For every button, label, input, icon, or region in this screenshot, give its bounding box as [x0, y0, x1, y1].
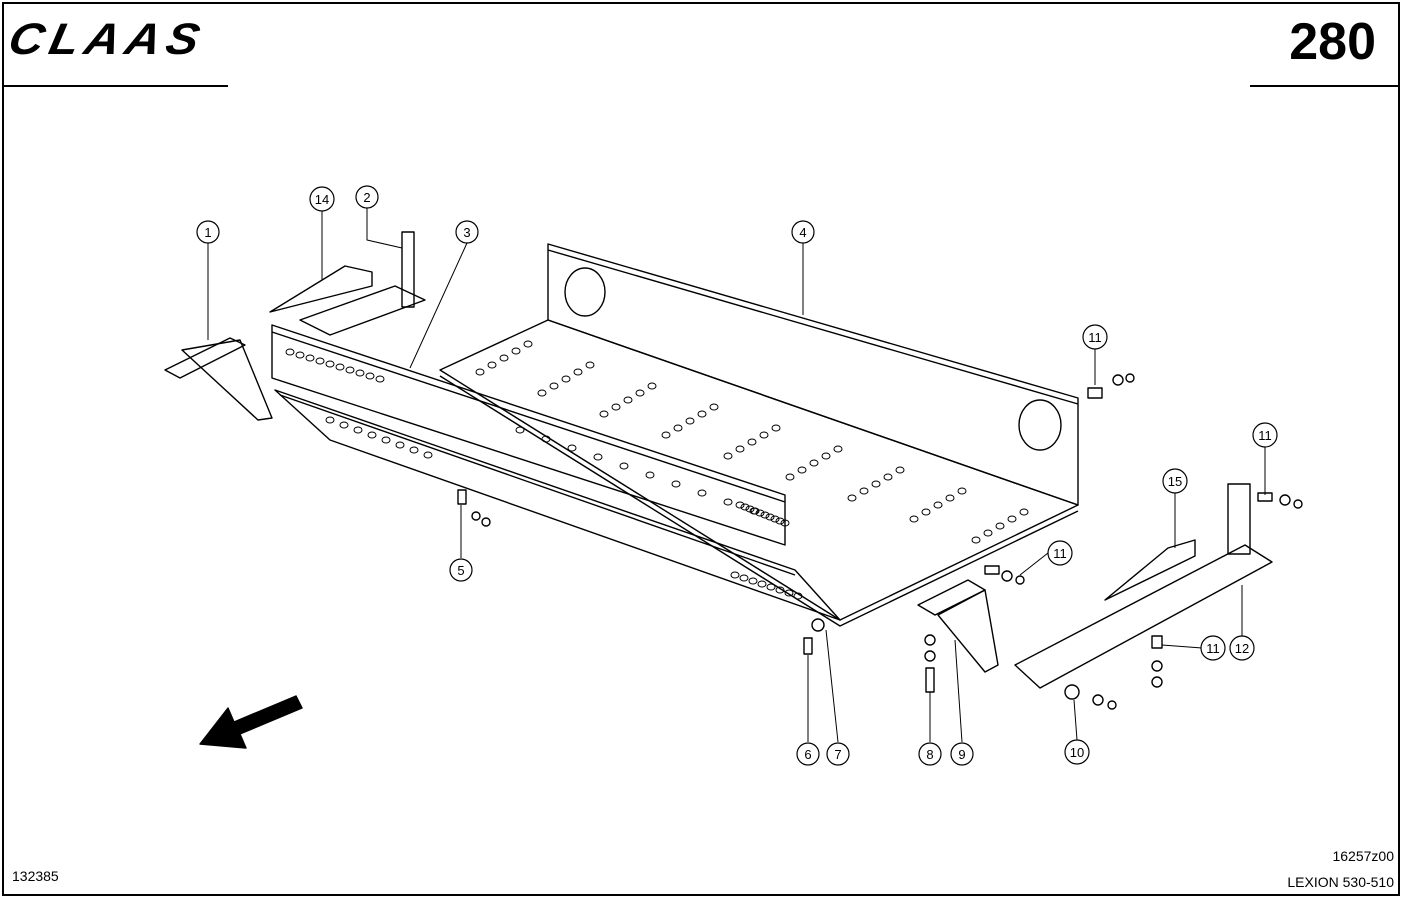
svg-text:4: 4 [799, 225, 806, 240]
callout-15: 15 [1162, 468, 1188, 494]
callout-11a: 11 [1082, 324, 1108, 350]
callouts: 1 2 3 4 5 6 7 8 9 10 11 11 11 11 12 14 1… [196, 185, 1278, 766]
svg-text:10: 10 [1070, 745, 1084, 760]
floor-tray [439, 319, 1079, 621]
callout-12: 12 [1229, 635, 1255, 661]
svg-text:2: 2 [363, 190, 370, 205]
header-rule-right [1250, 85, 1400, 87]
callout-7: 7 [826, 742, 850, 766]
callout-5: 5 [449, 558, 473, 582]
bracket-9 [917, 579, 986, 616]
page-number: 280 [1289, 13, 1376, 71]
svg-text:11: 11 [1258, 428, 1272, 443]
callout-11d: 11 [1200, 635, 1226, 661]
svg-text:14: 14 [315, 192, 329, 207]
strap-2 [401, 231, 415, 308]
lower-side-plate [274, 389, 841, 621]
svg-text:3: 3 [463, 225, 470, 240]
svg-text:15: 15 [1168, 474, 1182, 489]
svg-text:7: 7 [834, 747, 841, 762]
svg-text:8: 8 [926, 747, 933, 762]
model-name: LEXION 530-510 [1287, 874, 1394, 890]
svg-text:1: 1 [204, 225, 211, 240]
callout-1: 1 [196, 220, 220, 244]
callout-11c: 11 [1047, 540, 1073, 566]
rail-12 [1014, 544, 1273, 689]
perforation-holes [285, 340, 1029, 600]
svg-text:11: 11 [1053, 546, 1067, 561]
wall-hole-right [1018, 399, 1062, 451]
header-rule-left [2, 85, 228, 87]
svg-text:11: 11 [1206, 641, 1220, 656]
direction-arrow [199, 695, 303, 749]
bracket-left [164, 337, 246, 379]
callout-6: 6 [796, 742, 820, 766]
callout-11b: 11 [1252, 422, 1278, 448]
callout-10: 10 [1064, 739, 1090, 765]
drawing-number: 16257z00 [1332, 848, 1394, 864]
svg-text:6: 6 [804, 747, 811, 762]
callout-9: 9 [950, 742, 974, 766]
callout-14: 14 [309, 186, 335, 212]
gusset-14 [269, 265, 373, 313]
document-id: 132385 [12, 868, 59, 884]
callout-3: 3 [455, 220, 479, 244]
svg-text:12: 12 [1235, 641, 1249, 656]
callout-8: 8 [918, 742, 942, 766]
gusset-15 [1104, 539, 1196, 601]
svg-text:11: 11 [1088, 330, 1102, 345]
svg-text:5: 5 [457, 563, 464, 578]
callout-2: 2 [355, 185, 379, 209]
wall-hole-left [564, 267, 606, 317]
svg-text:9: 9 [958, 747, 965, 762]
callout-4: 4 [791, 220, 815, 244]
front-rail [271, 324, 786, 546]
